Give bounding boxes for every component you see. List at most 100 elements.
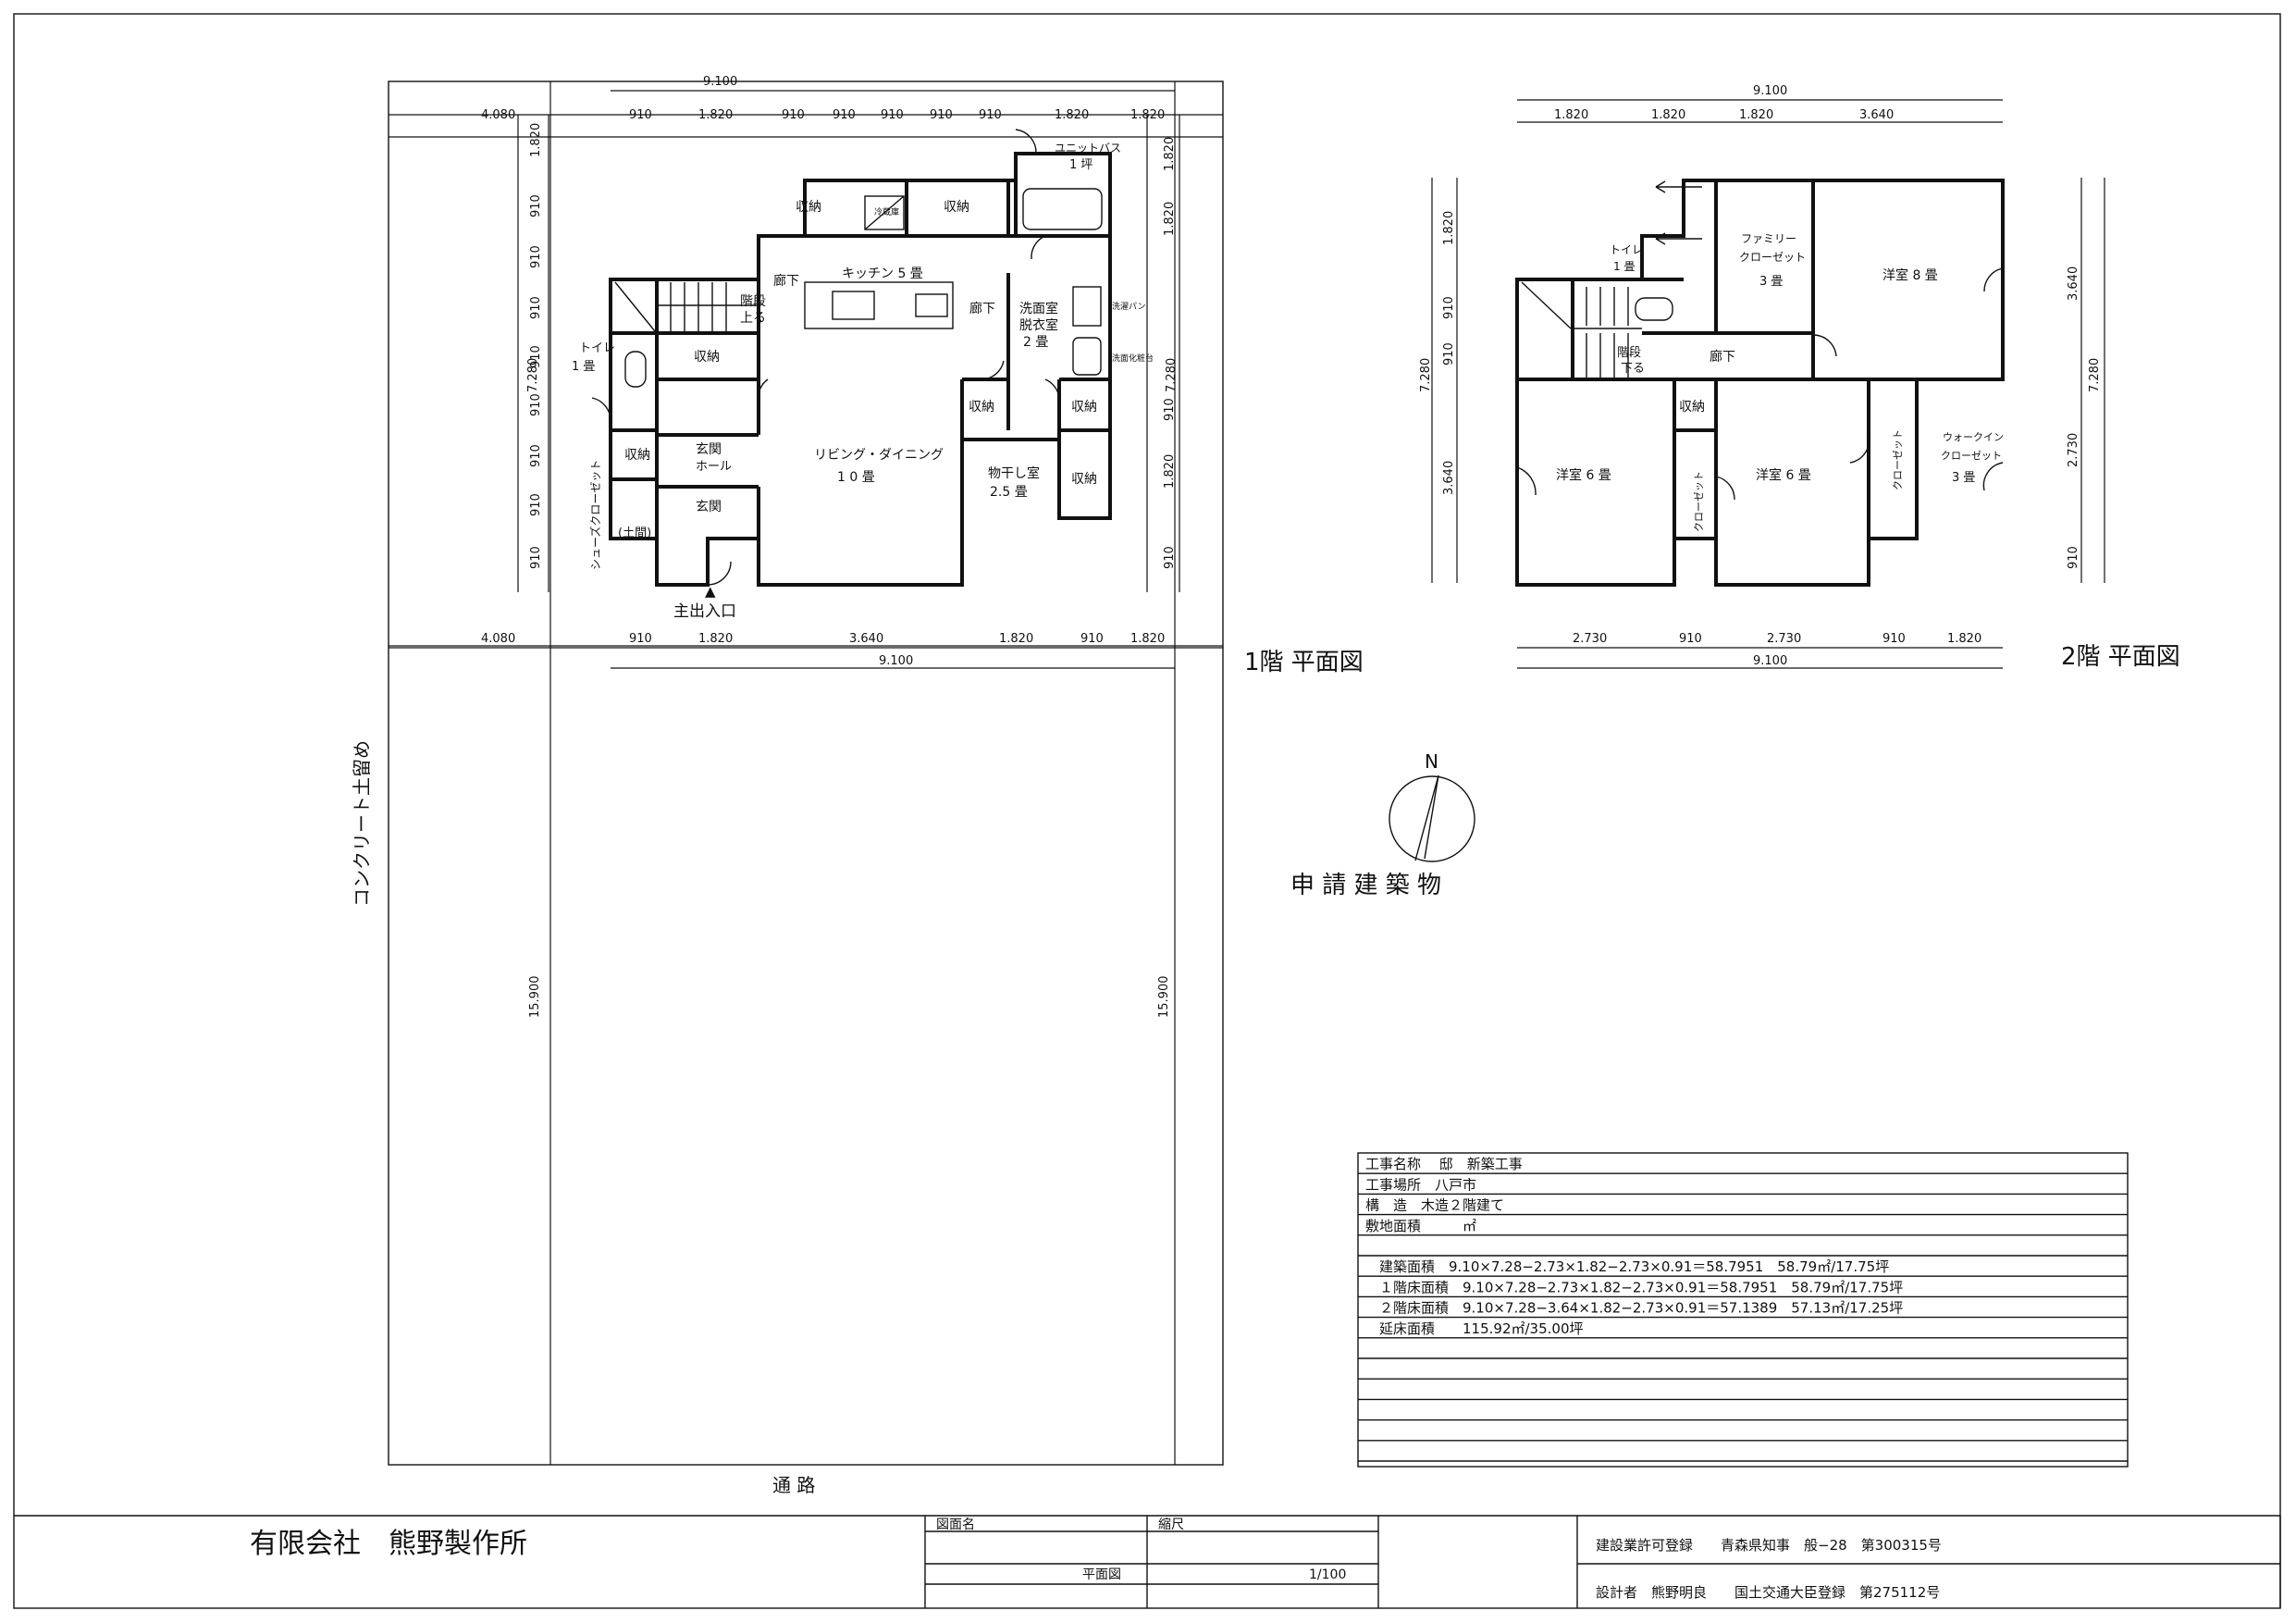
label-unit-bath-size: 1 坪 [1069,158,1092,172]
dim-f2-right-1: 2.730 [2067,433,2080,467]
dim-f2-left-0: 1.820 [1442,211,1456,245]
label-shoe-closet: シューズクローゼット [588,460,602,570]
label-storage-3: 収納 [694,350,720,365]
dim-f2-left-3: 3.640 [1442,461,1456,495]
dim-f1-bottom-total: 9.100 [879,654,913,668]
dim-f2-left-2: 910 [1442,342,1456,365]
dim-f1-left-0: 1.820 [529,123,543,157]
drawing-name-label: 図面名 [936,1518,975,1532]
building-f1 [591,129,1112,587]
dim-site-depth-left: 15.900 [528,976,542,1019]
room-labels-f1: 収納 収納 冷蔵庫 ユニットバス 1 坪 キッチン 5 畳 廊下 廊下 階段 上… [572,142,1154,621]
label-corridor-f2: 廊下 [1710,349,1735,365]
dim-f1-bottom-5: 910 [1080,632,1104,646]
site-plan-f1 [388,81,1224,1466]
dim-f1-left-1: 910 [529,194,543,217]
dim-f1-top-1: 910 [629,108,652,122]
dim-f2-left-total: 7.280 [1419,358,1433,392]
label-stairs-up: 階段 [740,294,766,309]
dim-f1-top-3: 910 [782,108,805,122]
dim-f1-top-8: 1.820 [1055,108,1089,122]
label-storage-7: 収納 [624,448,650,463]
scale-value: 1/100 [1309,1567,1346,1582]
dim-f1-bottom-1: 910 [629,632,652,646]
dim-f1-left-8: 910 [529,546,543,569]
dim-f1-left-5: 910 [529,393,543,416]
label-unit-bath: ユニットバス [1055,142,1121,155]
dim-f1-top-7: 910 [979,108,1002,122]
label-washroom-size: 2 畳 [1023,335,1048,350]
label-corridor-2: 廊下 [969,301,995,316]
license-info: 建設業許可登録 青森県知事 般−28 第300315号 [1596,1537,1942,1554]
label-toilet-size-f2: 1 畳 [1613,260,1635,273]
dim-f2-right-2: 910 [2067,546,2080,569]
info-row-8: 延床面積 115.92㎡/35.00坪 [1365,1320,1583,1337]
label-washer: 洗濯パン [1112,301,1145,312]
dim-f1-right-1: 1.820 [1163,202,1177,236]
label-entrance-hall: 玄関 [696,441,722,457]
label-family-closet-2: クローゼット [1739,251,1806,264]
dim-f2-right-0: 3.640 [2067,266,2080,301]
dim-f2-left-1: 910 [1442,296,1456,319]
label-corridor-1: 廊下 [773,273,799,289]
dim-f1-bottom-6: 1.820 [1130,632,1165,646]
dim-f1-right-0: 1.820 [1163,137,1177,171]
dim-f2-top-2: 1.820 [1739,108,1773,122]
label-toilet-size: 1 畳 [572,360,595,374]
label-western-6b: 洋室 6 畳 [1756,467,1811,483]
label-storage-f2: 収納 [1679,400,1705,415]
north-arrow: N [1389,750,1475,862]
label-entrance-hall-2: ホール [696,460,732,474]
dim-f2-bottom-2: 2.730 [1767,632,1801,646]
dim-f1-bottom-0: 4.080 [481,632,515,646]
dim-f1-top-9: 1.820 [1130,108,1165,122]
label-storage-4: 収納 [969,400,994,415]
label-closet-f2b: クローゼット [1892,429,1904,490]
label-western-8: 洋室 8 畳 [1882,267,1938,283]
company-name: 有限会社 熊野製作所 [250,1528,527,1560]
dim-f1-top-2: 1.820 [698,108,733,122]
dim-f2-bottom-total: 9.100 [1753,654,1787,668]
main-entrance-arrow: ▲ [705,583,716,600]
label-western-6a: 洋室 6 畳 [1556,467,1611,483]
label-storage-2: 収納 [944,200,969,215]
label-drying-size: 2.5 畳 [990,485,1028,500]
label-living: リビング・ダイニング [814,448,944,463]
room-labels-f2: トイレ 1 畳 ファミリー クローゼット 3 畳 洋室 8 畳 階段 下る 廊下… [1556,232,2004,532]
dim-f2-bottom-4: 1.820 [1947,632,1981,646]
label-entrance: 玄関 [696,499,722,514]
building-f2 [1515,179,2005,587]
dim-f1-left-4: 910 [529,345,543,368]
label-vanity: 洗面化粧台 [1112,353,1154,364]
dim-f1-top-total: 9.100 [703,75,737,89]
label-main-entrance: 主出入口 [673,602,736,621]
info-row-7: ２階床面積 9.10×7.28−3.64×1.82−2.73×0.91＝57.1… [1365,1300,1903,1317]
info-row-5: 建築面積 9.10×7.28−2.73×1.82−2.73×0.91＝58.79… [1365,1258,1889,1275]
label-storage-5: 収納 [1071,400,1097,415]
label-walkin: ウォークイン [1943,431,2004,443]
label-toilet-f2: トイレ [1610,243,1643,256]
dim-lines-f2 [1431,99,2105,669]
dim-f1-right-4: 910 [1163,546,1177,569]
label-living-size: 1 0 畳 [837,470,875,485]
dim-f1-bottom-4: 1.820 [999,632,1033,646]
label-toilet: トイレ [579,341,615,355]
dim-f2-bottom-3: 910 [1882,632,1906,646]
label-family-closet: ファミリー [1741,232,1796,245]
label-kitchen: キッチン 5 畳 [842,266,923,281]
label-stairs-up-2: 上る [740,311,766,326]
retaining-wall-label: コンクリート土留め [351,740,373,907]
designer-info: 設計者 熊野明良 国土交通大臣登録 第275112号 [1596,1584,1940,1601]
label-storage-1: 収納 [796,200,821,215]
label-washroom: 洗面室 [1019,301,1058,316]
scale-label: 縮尺 [1158,1518,1184,1532]
drawing-name: 平面図 [1082,1567,1121,1582]
dim-f2-top-total: 9.100 [1753,84,1787,98]
label-walkin-2: クローゼット [1941,450,2002,462]
label-walkin-size: 3 畳 [1952,471,1975,485]
info-row-2: 構 造 木造２階建て [1365,1197,1504,1214]
site-boundary [388,81,1224,1466]
north-label: N [1425,750,1438,773]
